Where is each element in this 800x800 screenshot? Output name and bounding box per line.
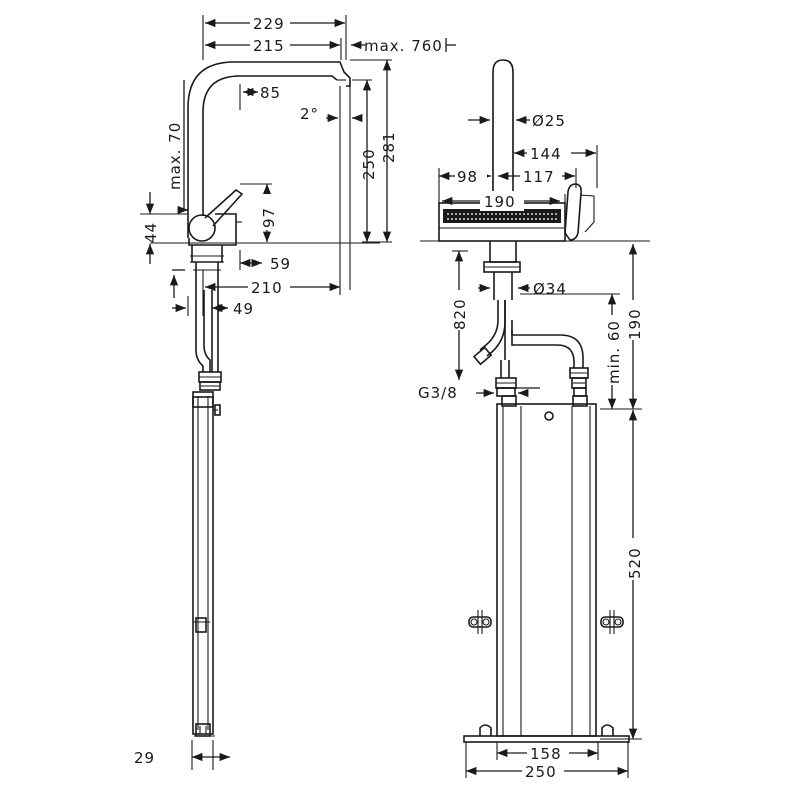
label-117: 117	[523, 168, 555, 186]
label-85: 85	[260, 84, 281, 102]
dimension-labels: 229 215 max. 760 85 max. 70 2° 250 281 9…	[134, 12, 644, 781]
label-min-60: min. 60	[605, 320, 623, 384]
column	[192, 391, 214, 735]
label-190-w: 190	[484, 193, 516, 211]
label-g3-8: G3/8	[418, 384, 458, 402]
left-hose	[479, 300, 499, 351]
right-bracket	[600, 610, 624, 634]
label-2-degree: 2°	[300, 105, 319, 123]
label-215: 215	[253, 37, 285, 55]
label-max-760: max. 760	[364, 37, 443, 55]
spout-outer	[187, 61, 351, 238]
side-view-dimensions	[140, 15, 456, 770]
label-210: 210	[251, 279, 283, 297]
hose-left	[195, 290, 204, 372]
right-hose	[511, 320, 584, 368]
label-520: 520	[626, 547, 644, 579]
lever	[204, 188, 244, 227]
left-bracket	[468, 610, 492, 634]
label-144: 144	[530, 145, 562, 163]
label-29: 29	[134, 749, 155, 767]
label-250-h: 250	[360, 148, 378, 180]
label-250-w: 250	[525, 763, 557, 781]
label-44: 44	[142, 222, 160, 243]
label-820: 820	[451, 298, 469, 330]
label-229: 229	[253, 15, 285, 33]
cabinet	[496, 403, 597, 737]
dimension-arrows	[192, 18, 638, 776]
side-view	[150, 61, 380, 737]
label-49: 49	[233, 300, 254, 318]
label-281: 281	[380, 131, 398, 163]
mixer-body	[188, 214, 216, 242]
label-dia-25: Ø25	[532, 112, 566, 130]
label-158: 158	[530, 745, 562, 763]
label-max-70: max. 70	[166, 122, 184, 190]
label-98: 98	[457, 168, 478, 186]
label-97: 97	[260, 207, 278, 228]
front-view	[420, 59, 650, 743]
side-lever	[564, 183, 582, 241]
spout-tube	[492, 59, 514, 212]
label-59: 59	[270, 255, 291, 273]
label-dia-34: Ø34	[533, 280, 567, 298]
label-190-h: 190	[626, 308, 644, 340]
spout-inner	[202, 75, 338, 216]
